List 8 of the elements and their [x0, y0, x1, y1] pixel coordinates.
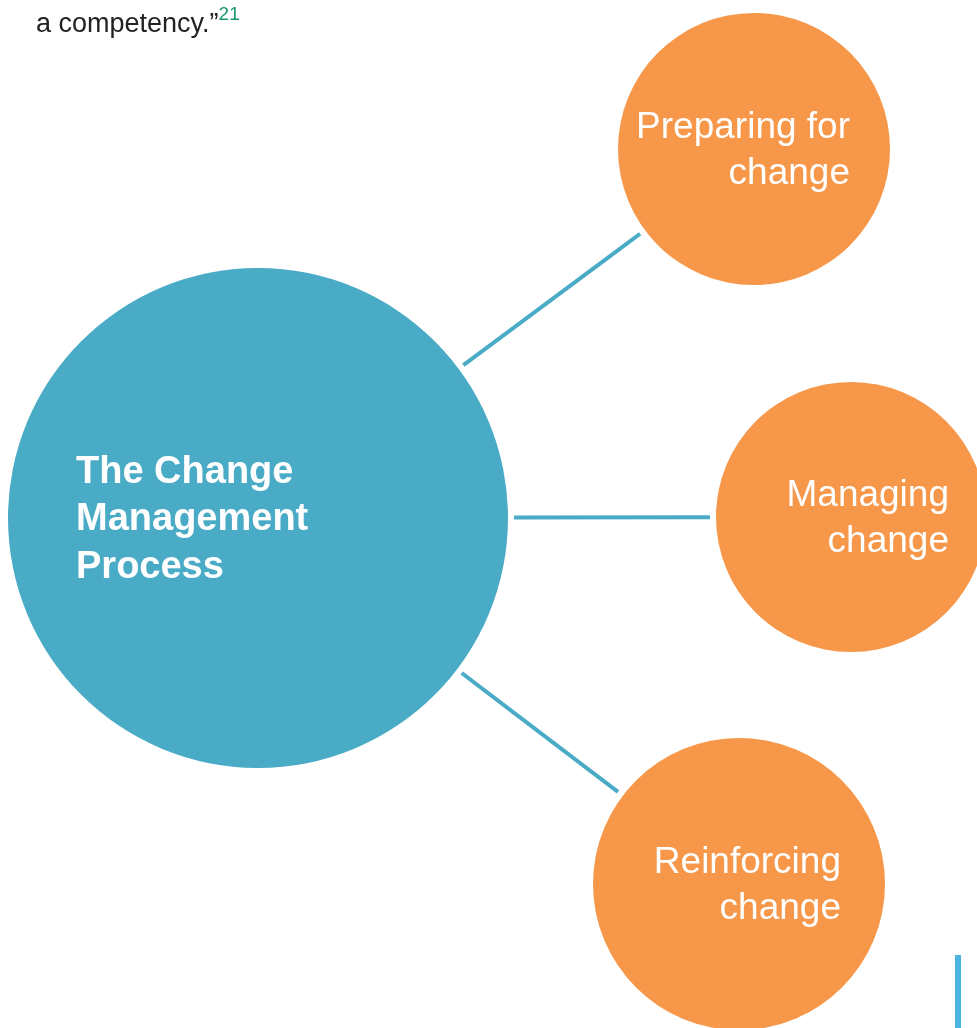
- circle-label: The Change Management Process: [76, 447, 310, 588]
- connector-line: [462, 232, 642, 367]
- quote-text: a competency.”$^{21}$: [36, 8, 240, 39]
- circle-label: Preparing for change: [635, 103, 850, 194]
- connector-line: [460, 671, 620, 794]
- circle-label: Managing change: [785, 471, 949, 562]
- connector-line: [514, 515, 710, 520]
- circle-label: Reinforcing change: [652, 838, 841, 929]
